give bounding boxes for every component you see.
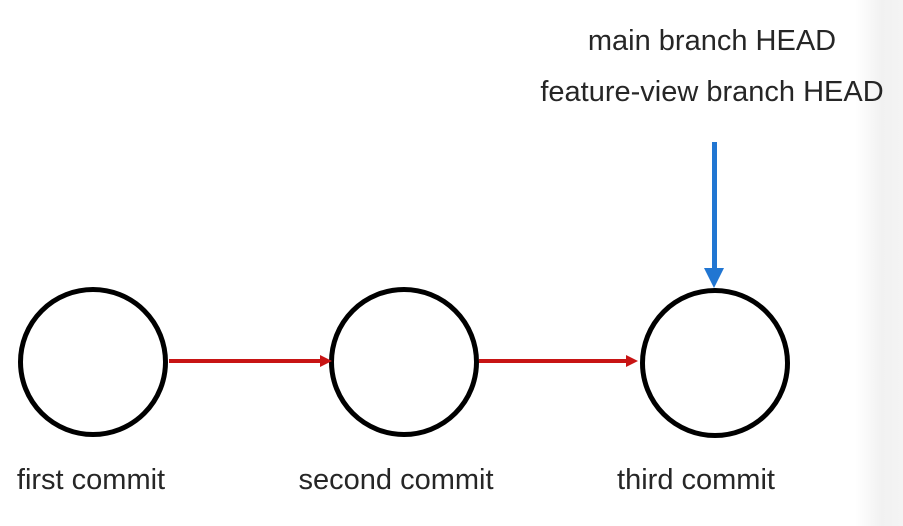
commit-node-third: [640, 288, 790, 438]
commit-arrow-2-arrowhead-icon: [626, 355, 638, 367]
commit-arrow-2-shaft: [479, 359, 626, 363]
commit-arrow-1-shaft: [169, 359, 320, 363]
commit-node-second: [329, 287, 479, 437]
commit-label-second: second commit: [298, 464, 494, 496]
head-pointer-labels: main branch HEAD feature-view branch HEA…: [510, 16, 903, 118]
commit-label-third: third commit: [617, 464, 775, 496]
head-arrow-shaft: [712, 142, 717, 269]
head-label-feature-view-branch: feature-view branch HEAD: [540, 76, 884, 108]
commit-node-first: [18, 287, 168, 437]
commit-label-first: first commit: [16, 464, 166, 496]
head-arrow-arrowhead-icon: [704, 268, 724, 288]
head-label-main-branch: main branch HEAD: [587, 25, 837, 57]
commit-arrow-1-arrowhead-icon: [320, 355, 332, 367]
